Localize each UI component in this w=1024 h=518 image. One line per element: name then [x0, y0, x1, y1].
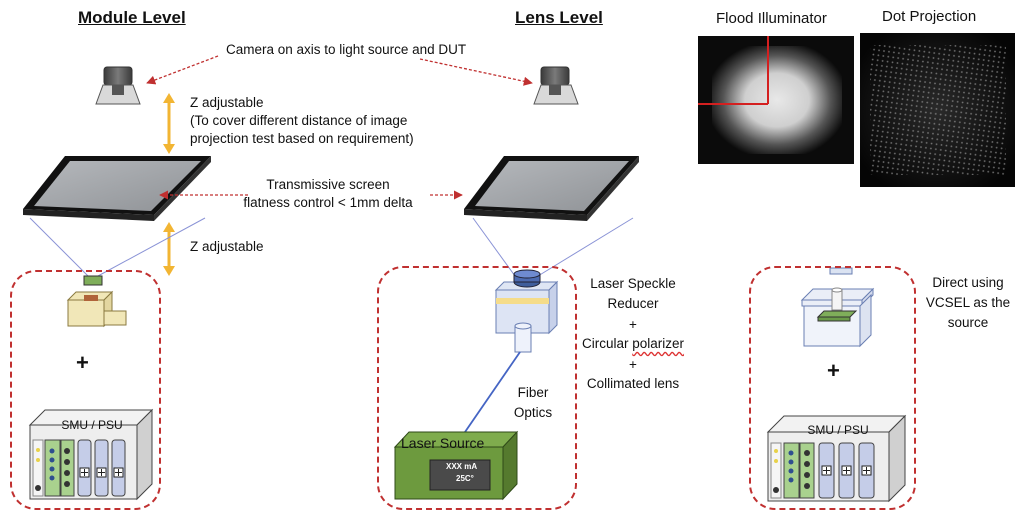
fiber-label-line1: Fiber — [517, 385, 549, 400]
laser-source-icon — [393, 430, 519, 501]
optics-assembly-icon — [494, 269, 559, 353]
fiber-label-line2: Optics — [513, 405, 553, 420]
module-level-panel — [10, 270, 161, 510]
z-note-line1: (To cover different distance of image — [190, 113, 408, 128]
screen-label-line1: Transmissive screen — [266, 177, 390, 192]
module-level-heading: Module Level — [78, 8, 186, 27]
camera-icon-lens — [533, 66, 579, 105]
z-adjustable-top-label: Z adjustable — [190, 95, 264, 110]
screen-label-line2: flatness control < 1mm delta — [243, 195, 413, 210]
smu-psu-label-right: SMU / PSU — [807, 423, 869, 437]
plus-module: + — [76, 350, 89, 375]
z-adjustable-bottom-label: Z adjustable — [190, 239, 264, 254]
screen-icon-module — [23, 156, 211, 221]
dot-projection-image — [860, 33, 1015, 187]
module-icon — [66, 275, 127, 328]
camera-axis-arrow-right — [419, 58, 533, 86]
polarizer-word1: Circular — [581, 336, 633, 351]
z-note-line2: projection test based on requirement) — [190, 131, 414, 146]
flood-illuminator-image — [698, 36, 854, 164]
speckle-plus1: + — [629, 317, 637, 332]
vcsel-panel — [749, 266, 916, 510]
speckle-line1: Laser Speckle — [590, 276, 676, 291]
camera-icon-module — [95, 66, 141, 105]
fiber-line — [464, 351, 521, 433]
smu-psu-label-module: SMU / PSU — [61, 418, 123, 432]
plus-vcsel: + — [827, 358, 840, 383]
z-arrow-icon-bottom — [163, 222, 175, 276]
screen-icon-lens — [464, 156, 639, 221]
psu-icon-right — [766, 414, 907, 503]
direct-line3: source — [947, 315, 989, 330]
vcsel-fixture-icon — [800, 267, 875, 348]
beam-lines-module — [29, 217, 206, 277]
laser-display-line1: XXX mA — [446, 462, 478, 471]
psu-icon-module — [28, 408, 154, 501]
camera-axis-arrow-left — [146, 55, 219, 85]
z-arrow-icon-top — [163, 93, 175, 154]
lens-level-panel — [377, 266, 577, 510]
dot-projection-title: Dot Projection — [882, 8, 977, 25]
laser-source-label: Laser Source — [401, 435, 485, 451]
speckle-plus2: + — [629, 357, 637, 372]
polarizer-word2: polarizer — [632, 336, 685, 351]
polarizer-label: Circular polarizer — [570, 335, 696, 353]
flood-illuminator-title: Flood Illuminator — [716, 10, 827, 27]
lens-level-heading: Lens Level — [515, 8, 603, 27]
speckle-line2: Reducer — [607, 296, 659, 311]
collimated-label: Collimated lens — [586, 376, 680, 391]
camera-axis-label: Camera on axis to light source and DUT — [226, 42, 467, 57]
direct-line2: VCSEL as the — [925, 295, 1011, 310]
direct-line1: Direct using — [932, 275, 1004, 290]
laser-display-line2: 25C° — [456, 474, 474, 483]
